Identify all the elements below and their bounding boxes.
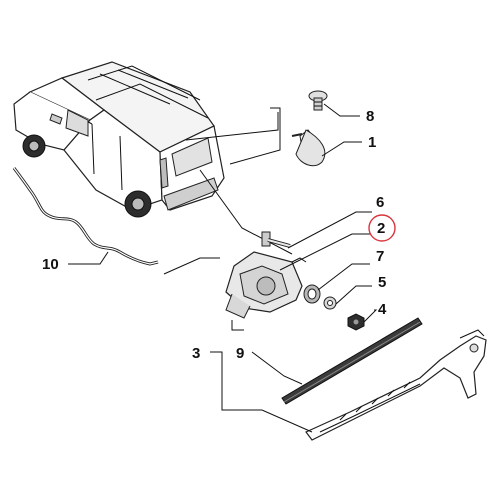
callout-1: 1 [368, 134, 376, 151]
callout-4: 4 [378, 301, 387, 318]
seal-washer [303, 284, 321, 304]
wiper-blade [281, 317, 423, 405]
wiper-motor [225, 251, 307, 319]
inset-bracket-line [185, 112, 279, 141]
callout-10: 10 [42, 256, 59, 273]
leader-lines [68, 103, 378, 433]
bolt [261, 231, 291, 248]
callout-9: 9 [236, 345, 244, 362]
cover-cap [291, 129, 326, 167]
callout-6: 6 [376, 194, 384, 211]
callout-7: 7 [376, 248, 384, 265]
callout-2: 2 [377, 220, 385, 237]
van-illustration [13, 61, 225, 218]
highlight-ring [368, 214, 396, 242]
callout-5: 5 [378, 274, 386, 291]
callout-3: 3 [192, 345, 200, 362]
callout-8: 8 [366, 108, 374, 125]
washer-hose [12, 167, 159, 266]
nut [347, 313, 365, 331]
screw [308, 90, 328, 111]
flat-washer [323, 296, 337, 310]
wiper-arm [305, 329, 487, 441]
